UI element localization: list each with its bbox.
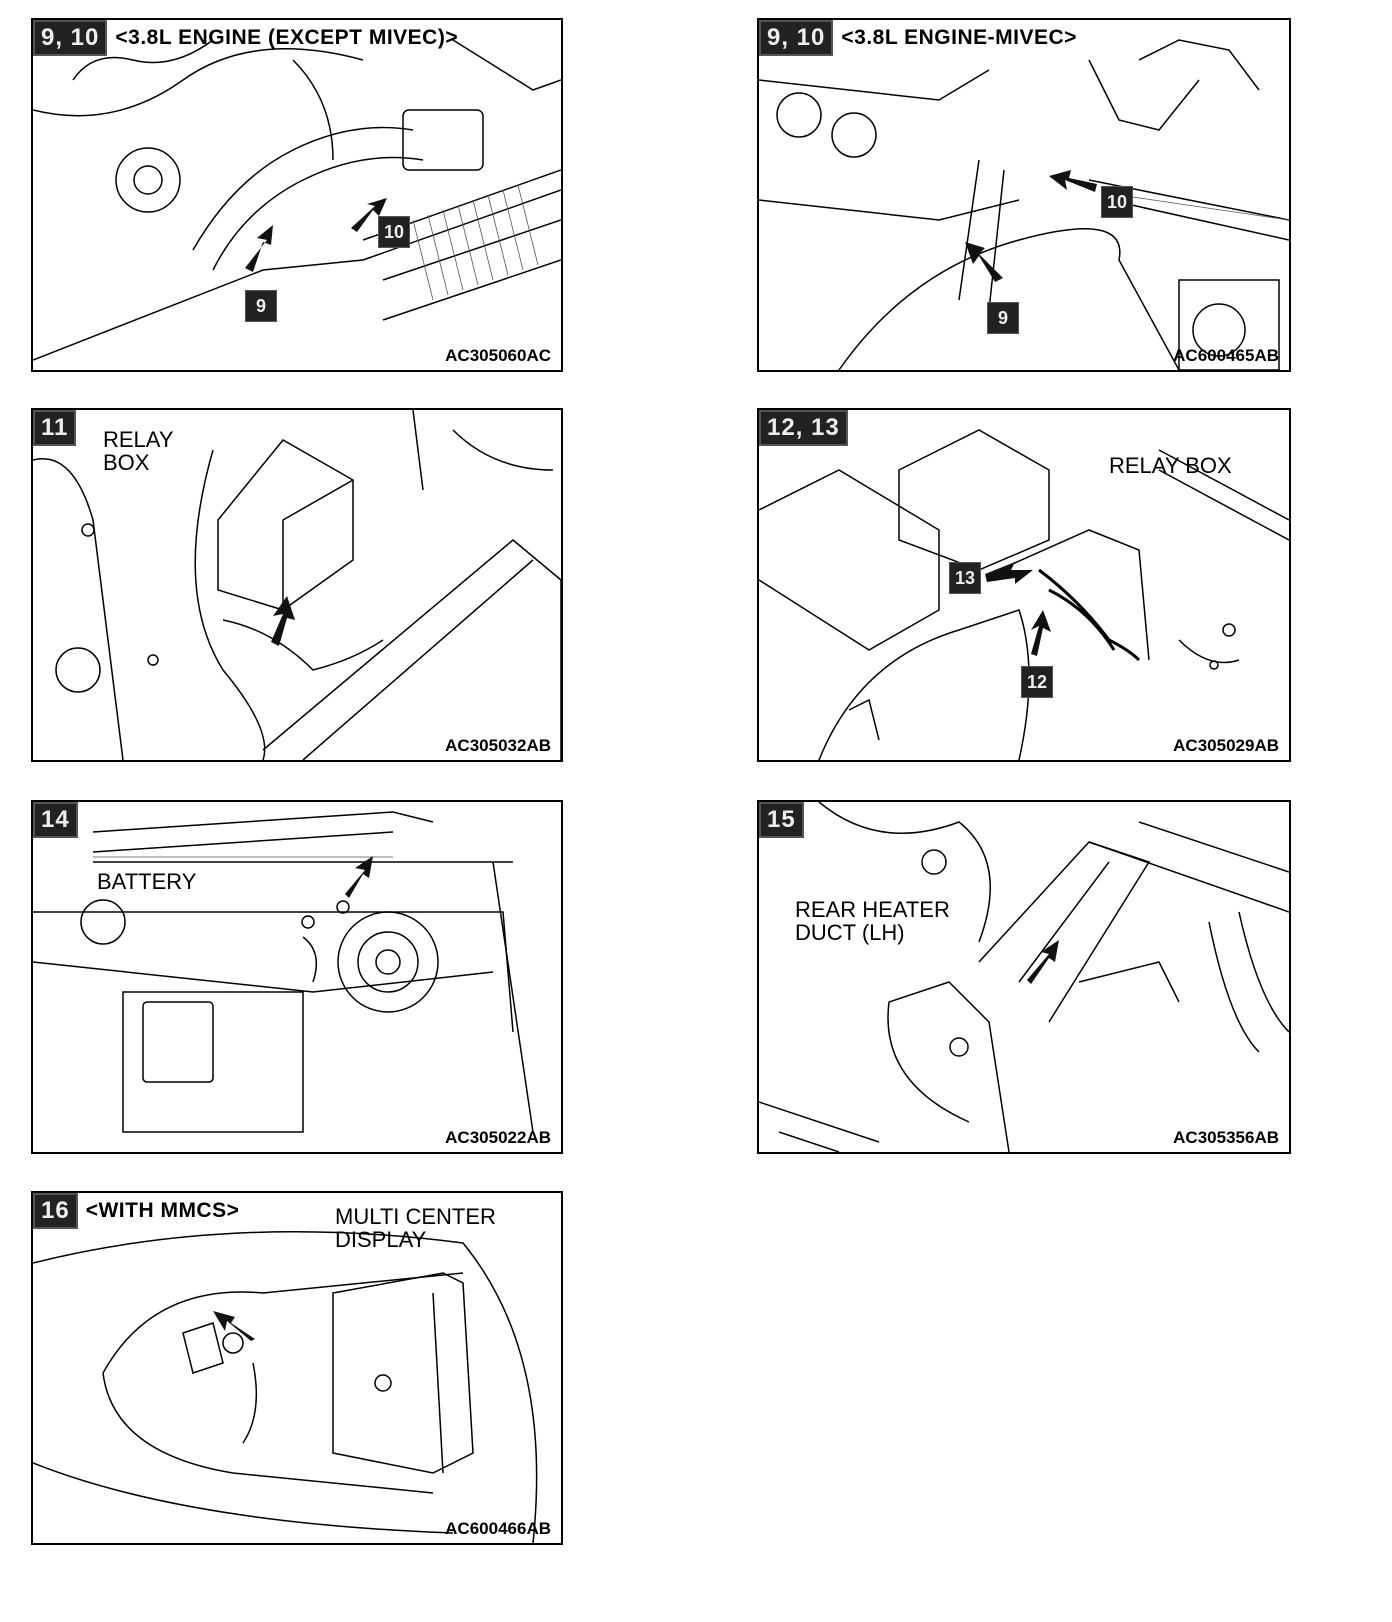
panel-header: 9, 10 <3.8L ENGINE-MIVEC> [759, 20, 1077, 56]
panel-caption: <3.8L ENGINE-MIVEC> [841, 26, 1077, 49]
panel-header: 14 [33, 802, 78, 838]
heater-duct-illustration [759, 802, 1289, 1152]
relay-box-illustration [759, 429, 1289, 760]
multi-center-display-label: MULTI CENTER DISPLAY [335, 1204, 496, 1252]
figure-code: AC305060AC [445, 346, 551, 365]
callout-12: 12 [1021, 666, 1053, 698]
battery-illustration [33, 811, 534, 1133]
rear-heater-duct-label: REAR HEATER DUCT (LH) [795, 897, 950, 945]
step-badge: 11 [33, 410, 77, 446]
figure-panel-14: 14 BATTERY AC305022AB [31, 800, 563, 1154]
engine-illustration [759, 39, 1289, 370]
battery-label: BATTERY [97, 869, 197, 894]
figure-code: AC600466AB [445, 1519, 551, 1538]
panel-header: 11 [33, 410, 77, 446]
panel-caption: <WITH MMCS> [85, 1199, 240, 1222]
figure-panel-15: 15 REAR HEATER DUCT (LH) AC305356AB [757, 800, 1291, 1154]
figure-panel-12-13: 12, 13 RELAY BOX 13 12 AC305029AB [757, 408, 1291, 762]
engine-illustration [33, 39, 561, 361]
step-badge: 16 [33, 1193, 78, 1229]
step-badge: 12, 13 [759, 410, 848, 446]
panel-header: 12, 13 [759, 410, 848, 446]
figure-panel-9-10-mivec: 9, 10 <3.8L ENGINE-MIVEC> 9 10 AC600465A… [757, 18, 1291, 372]
multi-center-display-illustration [33, 1231, 538, 1543]
step-badge: 14 [33, 802, 78, 838]
callout-10: 10 [378, 216, 410, 248]
callout-10: 10 [1101, 186, 1133, 218]
figure-panel-11: 11 RELAY BOX AC305032AB [31, 408, 563, 762]
step-badge: 9, 10 [759, 20, 834, 56]
figure-code: AC305029AB [1173, 736, 1279, 755]
panel-caption: <3.8L ENGINE (EXCEPT MIVEC)> [115, 26, 459, 49]
panel-header: 9, 10 <3.8L ENGINE (EXCEPT MIVEC)> [33, 20, 458, 56]
figure-panel-9-10-except-mivec: 9, 10 <3.8L ENGINE (EXCEPT MIVEC)> 9 10 … [31, 18, 563, 372]
step-badge: 15 [759, 802, 804, 838]
figure-code: AC305022AB [445, 1128, 551, 1147]
figure-code: AC305032AB [445, 736, 551, 755]
figure-code: AC305356AB [1173, 1128, 1279, 1147]
panel-header: 16 <WITH MMCS> [33, 1193, 239, 1229]
relay-box-label: RELAY BOX [103, 427, 174, 475]
relay-box-label: RELAY BOX [1109, 453, 1232, 478]
figure-code: AC600465AB [1173, 346, 1279, 365]
figure-panel-16: 16 <WITH MMCS> MULTI CENTER DISPLAY AC60… [31, 1191, 563, 1545]
relay-box-illustration [33, 410, 561, 760]
step-badge: 9, 10 [33, 20, 108, 56]
callout-9: 9 [245, 290, 277, 322]
callout-13: 13 [949, 562, 981, 594]
callout-9: 9 [987, 302, 1019, 334]
panel-header: 15 [759, 802, 804, 838]
